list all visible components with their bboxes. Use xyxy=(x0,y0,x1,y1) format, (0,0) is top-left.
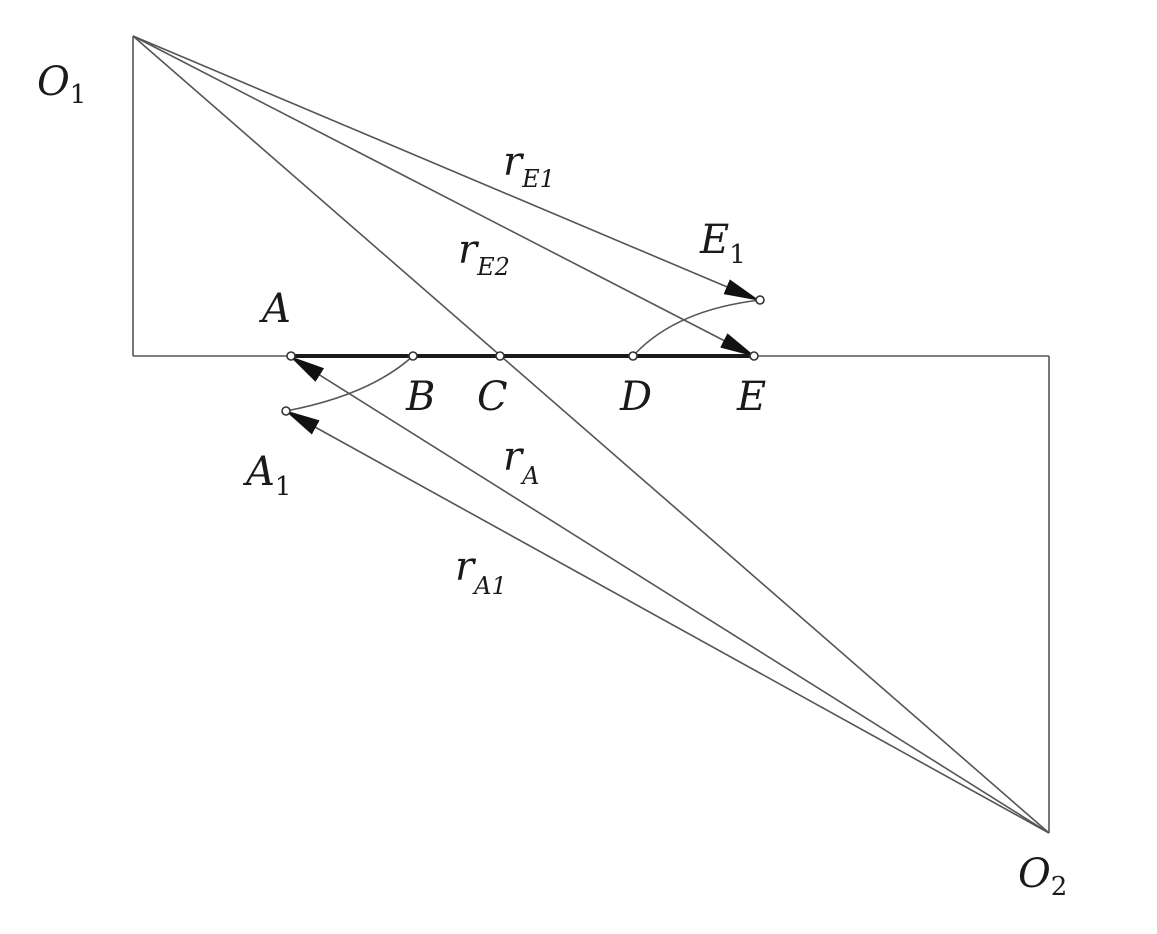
point-E1 xyxy=(755,295,765,305)
label-D: D xyxy=(619,374,652,420)
label-A1: A1 xyxy=(242,449,291,502)
vector-rA1 xyxy=(284,410,1050,834)
vector-rE2 xyxy=(132,35,756,357)
point-E xyxy=(749,351,759,361)
point-D xyxy=(628,351,638,361)
label-E: E xyxy=(736,374,766,420)
label-C: C xyxy=(477,374,508,420)
vector-rE1 xyxy=(132,35,760,301)
label-E1: E1 xyxy=(699,217,746,270)
point-A xyxy=(286,351,296,361)
point-A1 xyxy=(281,406,291,416)
label-B: B xyxy=(405,374,435,420)
point-C xyxy=(495,351,505,361)
label-rE1: rE1 xyxy=(503,139,555,193)
arc-B-A1 xyxy=(285,355,414,412)
label-O2: O2 xyxy=(1018,851,1067,902)
o1-o2-diagonal xyxy=(132,35,1050,834)
label-rA1: rA1 xyxy=(455,544,507,600)
label-rE2: rE2 xyxy=(458,227,510,281)
label-O1: O1 xyxy=(37,59,86,110)
label-rA: rA xyxy=(503,434,539,490)
label-A: A xyxy=(258,286,291,332)
point-B xyxy=(408,351,418,361)
vector-rA xyxy=(289,355,1050,834)
arc-D-E1 xyxy=(632,299,761,357)
